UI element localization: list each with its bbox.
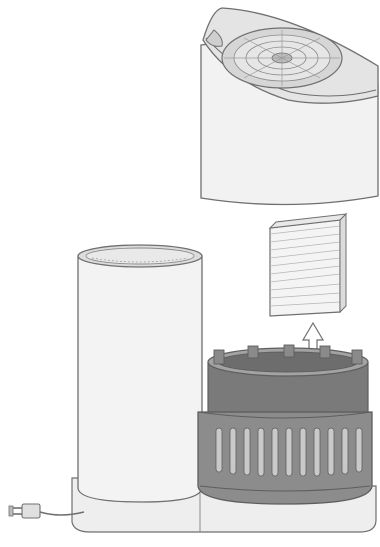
water-tank-icon [78, 245, 202, 502]
filter-basket-icon [198, 345, 372, 504]
fan-top-cover-icon [201, 8, 378, 205]
wick-filter-icon [270, 214, 346, 316]
